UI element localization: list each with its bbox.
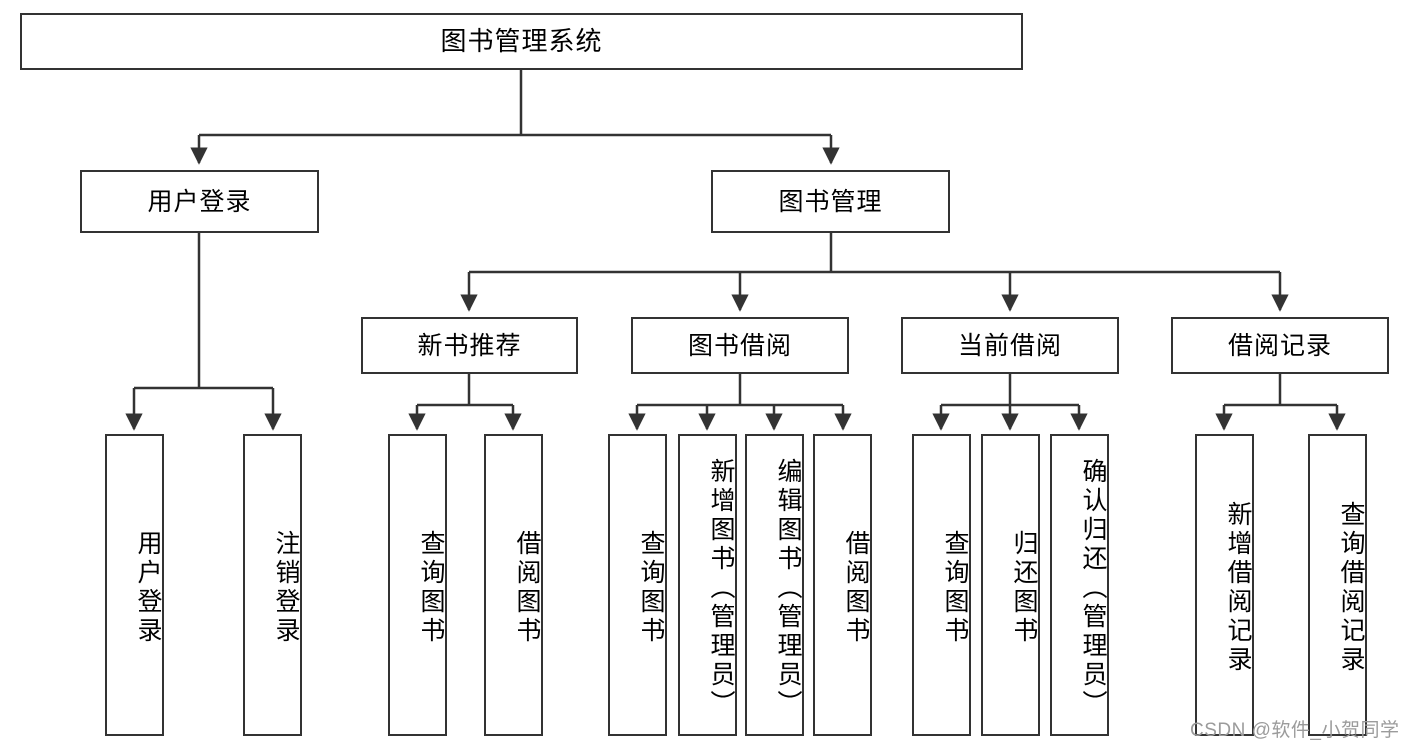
node-book-management[interactable]: 图书管理 <box>711 170 950 233</box>
node-leaf-query-book-1[interactable]: 查询图书 <box>388 434 447 736</box>
node-leaf-add-borrow-record[interactable]: 新增借阅记录 <box>1195 434 1254 736</box>
leaf-label: 编辑图书（管理员） <box>774 457 802 719</box>
node-leaf-edit-book-admin[interactable]: 编辑图书（管理员） <box>745 434 804 736</box>
node-leaf-return-book[interactable]: 归还图书 <box>981 434 1040 736</box>
node-leaf-user-login[interactable]: 用户登录 <box>105 434 164 736</box>
node-borrow-record[interactable]: 借阅记录 <box>1171 317 1389 374</box>
leaf-label: 新增借阅记录 <box>1224 501 1252 675</box>
leaf-label: 查询图书 <box>417 530 445 646</box>
leaf-label: 归还图书 <box>1010 530 1038 646</box>
node-leaf-add-book-admin[interactable]: 新增图书（管理员） <box>678 434 737 736</box>
leaf-label: 借阅图书 <box>513 530 541 646</box>
node-leaf-query-book-3[interactable]: 查询图书 <box>912 434 971 736</box>
node-user-login[interactable]: 用户登录 <box>80 170 319 233</box>
leaf-label: 查询图书 <box>637 530 665 646</box>
node-leaf-borrow-book-1[interactable]: 借阅图书 <box>484 434 543 736</box>
leaf-label: 注销登录 <box>272 530 300 646</box>
node-leaf-borrow-book-2[interactable]: 借阅图书 <box>813 434 872 736</box>
node-book-borrow[interactable]: 图书借阅 <box>631 317 849 374</box>
node-leaf-query-book-2[interactable]: 查询图书 <box>608 434 667 736</box>
leaf-label: 确认归还（管理员） <box>1079 457 1107 719</box>
csdn-watermark: CSDN @软件_小贺同学 <box>1190 720 1400 741</box>
node-leaf-query-borrow-record[interactable]: 查询借阅记录 <box>1308 434 1367 736</box>
leaf-label: 借阅图书 <box>842 530 870 646</box>
node-new-book-recommend[interactable]: 新书推荐 <box>361 317 578 374</box>
leaf-label: 用户登录 <box>134 530 162 646</box>
leaf-label: 查询借阅记录 <box>1337 501 1365 675</box>
node-leaf-confirm-return-admin[interactable]: 确认归还（管理员） <box>1050 434 1109 736</box>
node-current-borrow[interactable]: 当前借阅 <box>901 317 1119 374</box>
node-root-title[interactable]: 图书管理系统 <box>20 13 1023 70</box>
leaf-label: 查询图书 <box>941 530 969 646</box>
leaf-label: 新增图书（管理员） <box>707 457 735 719</box>
node-leaf-logout-login[interactable]: 注销登录 <box>243 434 302 736</box>
